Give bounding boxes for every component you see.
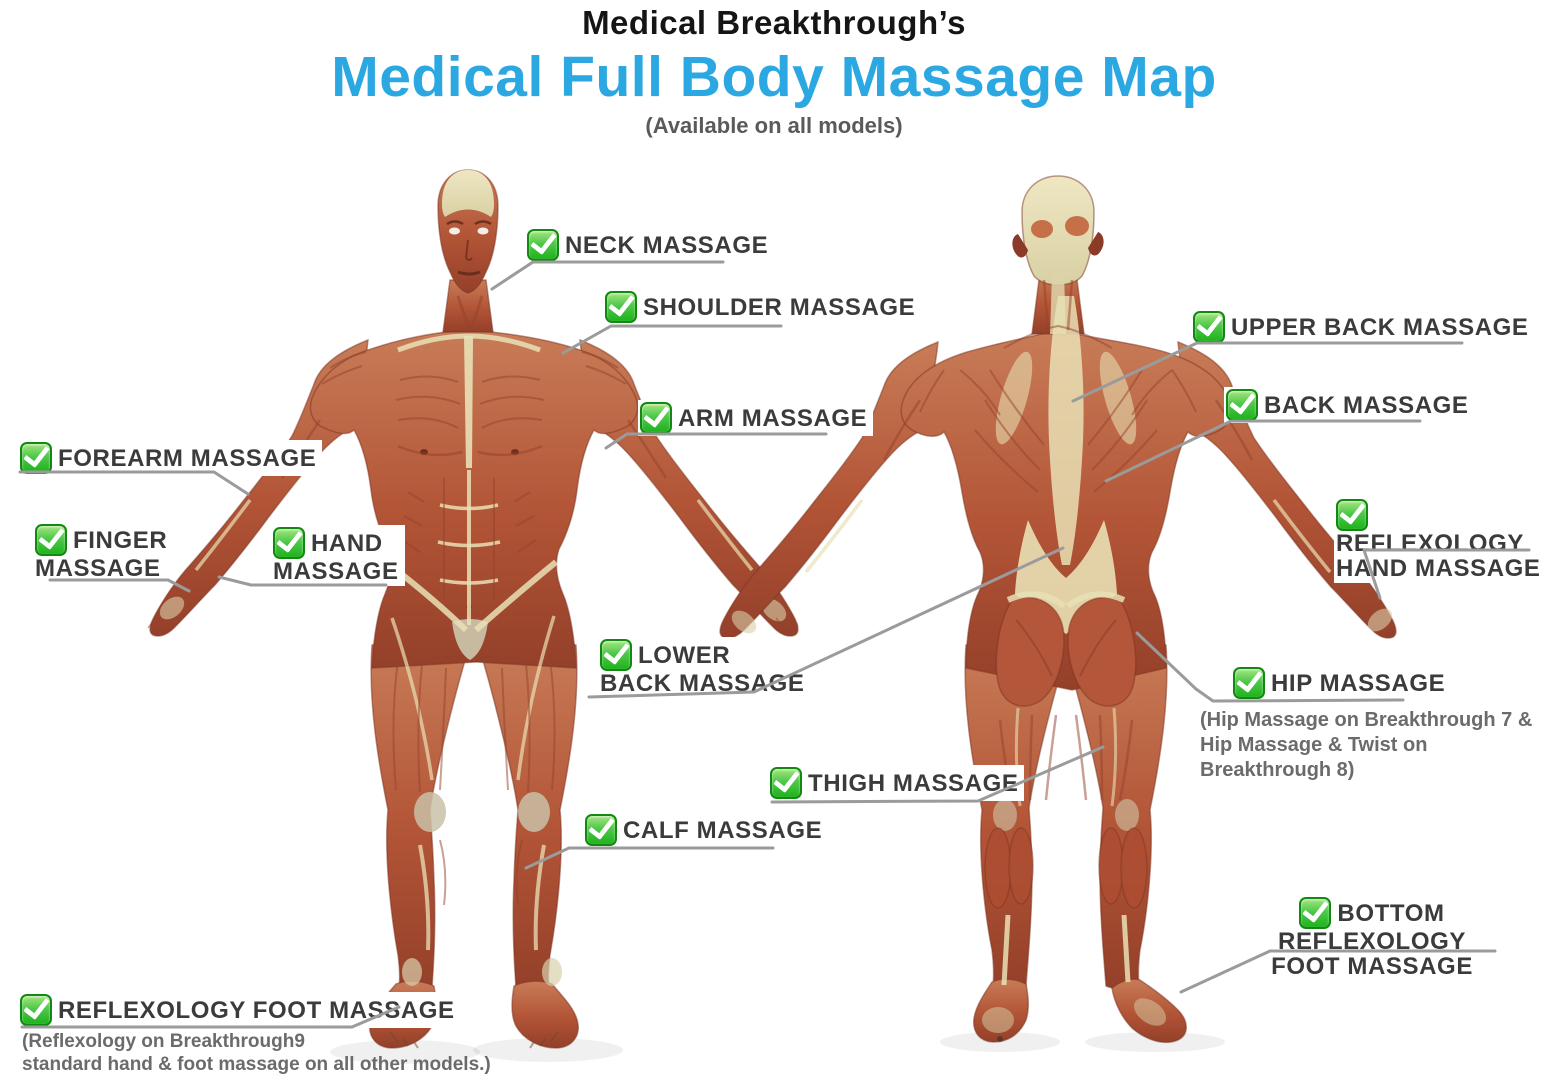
checkmark-icon [770, 767, 802, 799]
label-hip-massage: HIP MASSAGE [1231, 665, 1452, 701]
checkmark-icon [273, 527, 305, 559]
label-forearm-massage: FOREARM MASSAGE [18, 440, 323, 476]
label-arm-massage: ARM MASSAGE [638, 400, 874, 436]
checkmark-icon [20, 442, 52, 474]
checkmark-icon [1233, 667, 1265, 699]
label-hand-massage: HAND MASSAGE [271, 525, 405, 586]
label-reflexology-hand-massage: REFLEXOLOGY HAND MASSAGE [1334, 497, 1548, 583]
label-thigh-massage: THIGH MASSAGE [768, 765, 1025, 801]
label-neck-massage: NECK MASSAGE [525, 227, 775, 263]
availability-note: (Available on all models) [645, 113, 903, 138]
reflexology-foot-model-note: (Reflexology on Breakthrough9 standard h… [22, 1031, 491, 1075]
checkmark-icon [640, 402, 672, 434]
label-calf-massage: CALF MASSAGE [583, 812, 829, 848]
label-upper-back-massage: UPPER BACK MASSAGE [1191, 309, 1535, 345]
label-shoulder-massage: SHOULDER MASSAGE [603, 289, 922, 325]
checkmark-icon [1193, 311, 1225, 343]
checkmark-icon [35, 524, 67, 556]
brand-title: Medical Breakthrough’s [582, 4, 966, 41]
checkmark-icon [1336, 499, 1368, 531]
checkmark-icon [605, 291, 637, 323]
checkmark-icon [600, 639, 632, 671]
checkmark-icon [20, 994, 52, 1026]
checkmark-icon [1299, 897, 1332, 929]
checkmark-icon [585, 814, 617, 846]
page-title: Medical Full Body Massage Map [331, 45, 1217, 109]
label-reflexology-foot-massage: REFLEXOLOGY FOOT MASSAGE [18, 992, 461, 1028]
label-finger-massage: FINGER MASSAGE [33, 522, 174, 583]
hip-massage-model-note: (Hip Massage on Breakthrough 7 & Hip Mas… [1200, 709, 1533, 781]
checkmark-icon [527, 229, 559, 261]
label-bottom-reflexology-foot-massage: BOTTOM REFLEXOLOGY FOOT MASSAGE [1220, 895, 1528, 981]
checkmark-icon [1226, 389, 1258, 421]
label-back-massage: BACK MASSAGE [1224, 387, 1475, 423]
label-lower-back-massage: LOWER BACK MASSAGE [598, 637, 811, 698]
